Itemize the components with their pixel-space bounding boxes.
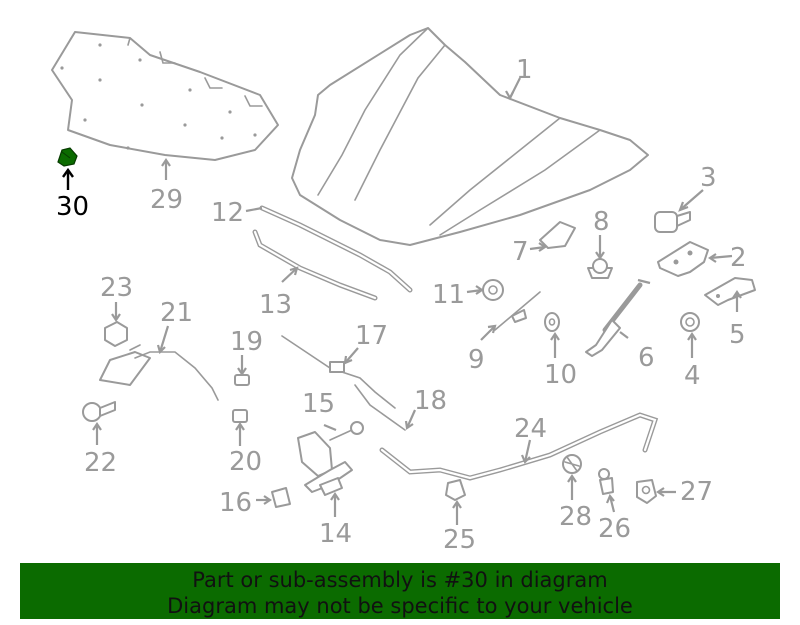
callout-26: 26	[598, 514, 631, 544]
banner-line-2: Diagram may not be specific to your vehi…	[167, 594, 633, 618]
part-3-bolt	[654, 211, 691, 233]
callout-12: 12	[211, 198, 244, 228]
part-18-cable	[354, 384, 406, 431]
callout-15: 15	[302, 389, 335, 419]
part-28-screw	[562, 454, 582, 474]
part-20-clip	[232, 409, 248, 423]
part-25-clip	[445, 479, 466, 501]
part-27-clip	[636, 479, 657, 504]
part-16-clip	[271, 487, 291, 508]
part-9-rod	[494, 291, 541, 331]
part-30-clip-highlighted	[57, 147, 78, 167]
callout-10: 10	[544, 360, 577, 390]
callout-22: 22	[84, 448, 117, 478]
callout-4: 4	[684, 361, 701, 391]
callout-labels: 1 2 3 4 5 6 7 8 9 10 11 12 13 14 15 16 1…	[56, 55, 747, 555]
part-19-clip	[234, 374, 250, 386]
callout-3: 3	[700, 163, 717, 193]
part-11-nut	[482, 279, 504, 301]
callout-27: 27	[680, 477, 713, 507]
part-4-grommet	[680, 312, 700, 332]
callout-6: 6	[638, 343, 655, 373]
part-26-clip	[598, 468, 614, 495]
info-banner: Part or sub-assembly is #30 in diagram D…	[20, 563, 780, 619]
part-6-strut	[585, 278, 651, 357]
callout-8: 8	[593, 207, 610, 237]
part-1-hood	[291, 27, 649, 246]
part-23-nut	[104, 321, 128, 347]
part-29-insulator	[51, 31, 279, 161]
callout-13: 13	[259, 290, 292, 320]
part-13-strip	[252, 229, 378, 301]
callout-17: 17	[355, 321, 388, 351]
part-5-bracket	[704, 277, 756, 306]
callout-25: 25	[443, 525, 476, 555]
callout-20: 20	[229, 447, 262, 477]
part-14-latch	[297, 431, 353, 496]
callout-28: 28	[559, 502, 592, 532]
part-12-seal	[259, 205, 413, 293]
callout-30-highlighted: 30	[56, 192, 89, 222]
part-2-hinge	[657, 241, 709, 277]
callout-23: 23	[100, 273, 133, 303]
callout-29: 29	[150, 185, 183, 215]
part-7-plate	[539, 221, 576, 249]
leader-arrows	[62, 77, 742, 525]
part-22-bolt	[82, 401, 116, 422]
callout-24: 24	[514, 414, 547, 444]
part-10-washer	[544, 312, 560, 332]
part-8-clip	[587, 258, 613, 279]
part-15-bolt	[329, 421, 364, 441]
callout-14: 14	[319, 519, 352, 549]
banner-line-1: Part or sub-assembly is #30 in diagram	[192, 568, 608, 592]
callout-2: 2	[730, 243, 747, 273]
part-21-cable	[99, 344, 219, 401]
part-17-cable	[281, 335, 396, 409]
callout-19: 19	[230, 327, 263, 357]
callout-16: 16	[219, 488, 252, 518]
callout-5: 5	[729, 320, 746, 350]
callout-1: 1	[516, 55, 533, 85]
callout-11: 11	[432, 280, 465, 310]
callout-9: 9	[468, 345, 485, 375]
callout-21: 21	[160, 298, 193, 328]
callout-18: 18	[414, 386, 447, 416]
callout-7: 7	[512, 237, 529, 267]
